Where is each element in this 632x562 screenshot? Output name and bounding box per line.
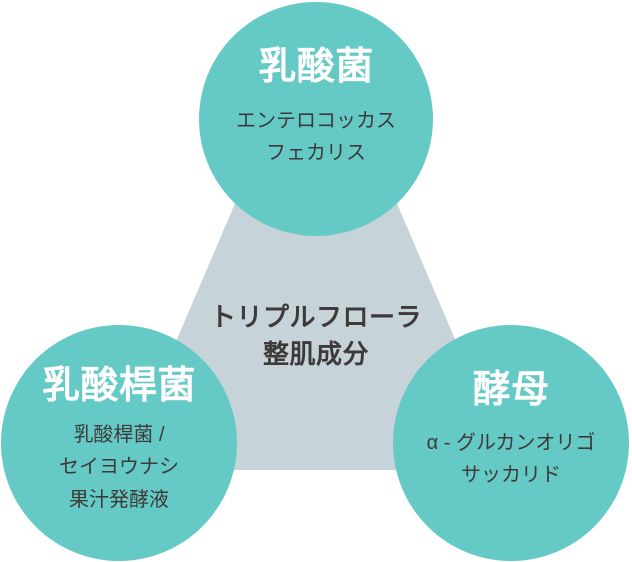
circle-lactic-acid-bacteria: 乳酸菌 エンテロコッカス フェカリス bbox=[199, 2, 433, 236]
circle-lactobacillus: 乳酸桿菌 乳酸桿菌 / セイヨウナシ 果汁発酵液 bbox=[1, 325, 237, 561]
circle-title: 乳酸菌 bbox=[258, 46, 374, 88]
circle-subtitle: α - グルカンオリゴ サッカリド bbox=[427, 427, 596, 492]
center-label-line2: 整肌成分 bbox=[262, 338, 369, 369]
subtitle-line: サッカリド bbox=[461, 464, 561, 487]
subtitle-line: セイヨウナシ bbox=[59, 456, 179, 479]
circle-title: 酵母 bbox=[472, 369, 550, 411]
circle-subtitle: 乳酸桿菌 / セイヨウナシ 果汁発酵液 bbox=[59, 419, 179, 516]
circle-yeast: 酵母 α - グルカンオリゴ サッカリド bbox=[393, 325, 629, 561]
subtitle-line: α - グルカンオリゴ bbox=[426, 431, 596, 454]
subtitle-line: 果汁発酵液 bbox=[69, 488, 169, 511]
center-label: トリプルフローラ 整肌成分 bbox=[166, 299, 466, 373]
subtitle-line: 乳酸桿菌 / bbox=[73, 423, 165, 446]
subtitle-line: フェカリス bbox=[266, 142, 366, 165]
circle-title: 乳酸桿菌 bbox=[41, 365, 196, 407]
center-label-line1: トリプルフローラ bbox=[209, 302, 422, 332]
subtitle-line: エンテロコッカス bbox=[236, 109, 396, 132]
circle-subtitle: エンテロコッカス フェカリス bbox=[236, 105, 396, 170]
triangle-shape bbox=[121, 14, 511, 470]
